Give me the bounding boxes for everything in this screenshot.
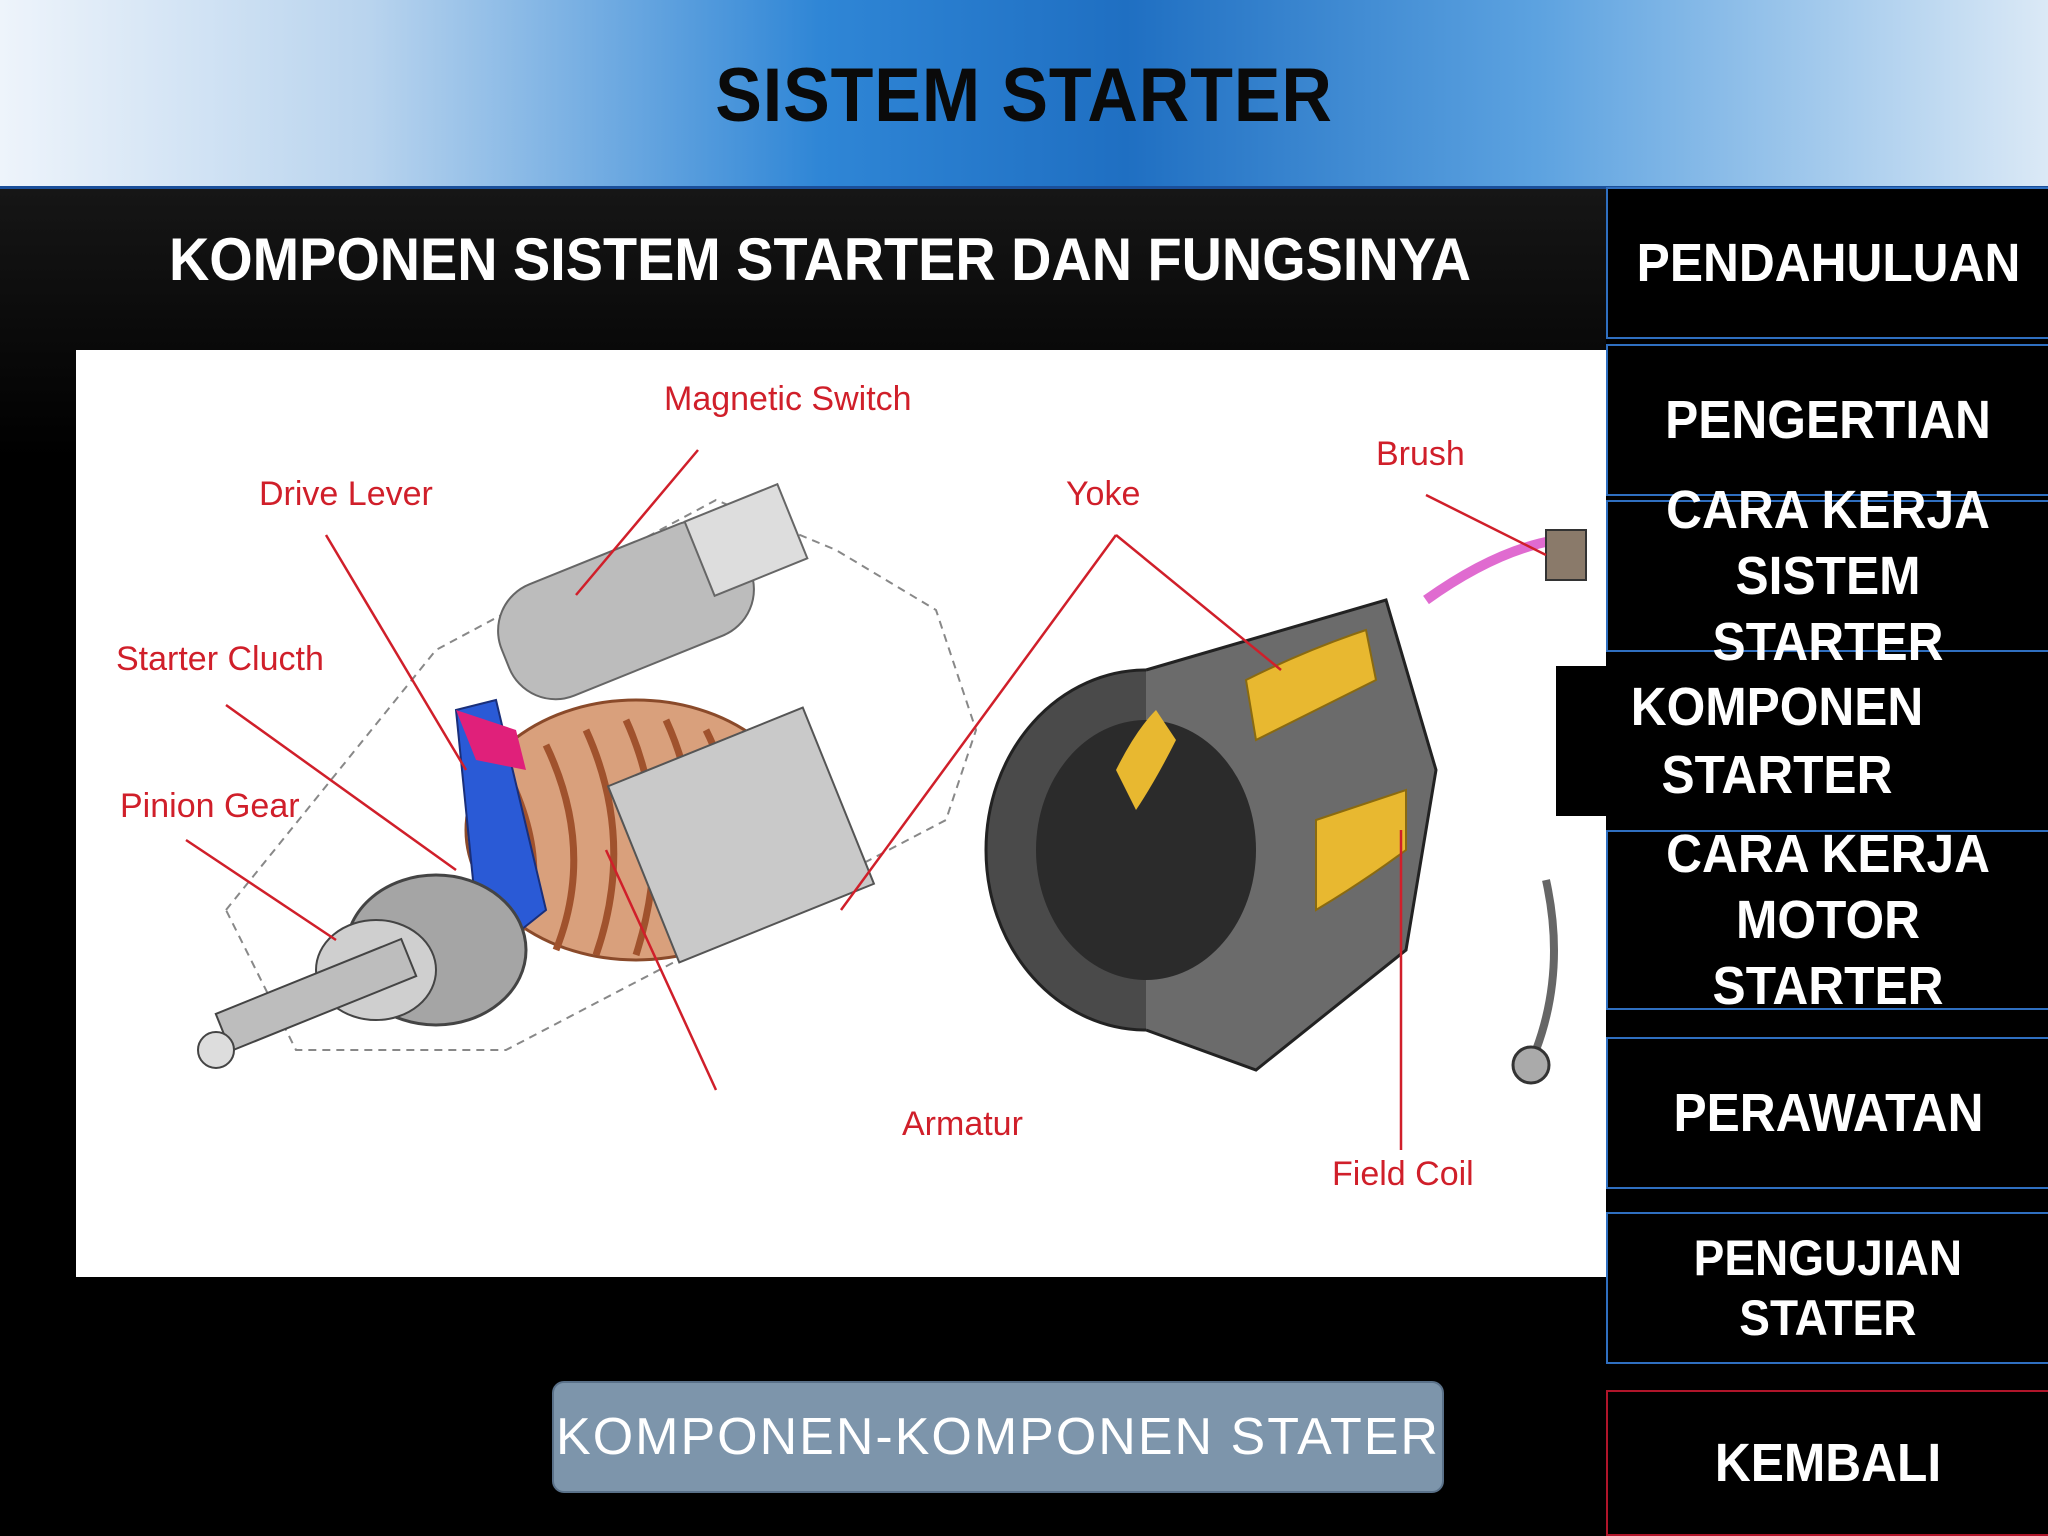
nav-pengujian-label: PENGUJIAN STATER bbox=[1693, 1230, 1963, 1346]
nav-kembali-label: KEMBALI bbox=[1714, 1433, 1942, 1493]
nav-cara-kerja-sistem-label: CARA KERJA SISTEM STARTER bbox=[1666, 480, 1990, 672]
label-starter-clutch: Starter Clucth bbox=[116, 640, 324, 678]
nav-pendahuluan-label: PENDAHULUAN bbox=[1636, 233, 2020, 293]
nav-cara-kerja-motor-button[interactable]: CARA KERJA MOTOR STARTER bbox=[1606, 824, 2048, 1016]
nav-cara-kerja-sistem-button[interactable]: CARA KERJA SISTEM STARTER bbox=[1606, 480, 2048, 672]
title-bar: SISTEM STARTER bbox=[0, 0, 2048, 189]
nav-komponen-label: KOMPONEN STARTER bbox=[1630, 677, 1924, 805]
nav-pengertian-button[interactable]: PENGERTIAN bbox=[1606, 344, 2048, 496]
label-drive-lever: Drive Lever bbox=[259, 475, 433, 513]
label-yoke: Yoke bbox=[1066, 475, 1141, 513]
komponen-stater-button[interactable]: KOMPONEN-KOMPONEN STATER bbox=[552, 1381, 1444, 1493]
nav-perawatan-button[interactable]: PERAWATAN bbox=[1606, 1037, 2048, 1189]
nav-perawatan-label: PERAWATAN bbox=[1672, 1083, 1984, 1143]
nav-pendahuluan-button[interactable]: PENDAHULUAN bbox=[1606, 187, 2048, 339]
nav-kembali-button[interactable]: KEMBALI bbox=[1606, 1390, 2048, 1536]
label-field-coil: Field Coil bbox=[1332, 1155, 1474, 1193]
label-magnetic-switch: Magnetic Switch bbox=[664, 380, 912, 418]
starter-motor-illustration bbox=[185, 449, 1587, 1150]
nav-komponen-button[interactable]: KOMPONEN STARTER bbox=[1556, 666, 1998, 816]
nav-pengertian-label: PENGERTIAN bbox=[1665, 390, 1991, 450]
section-heading: KOMPONEN SISTEM STARTER DAN FUNGSINYA bbox=[168, 226, 1472, 293]
label-armature: Armatur bbox=[902, 1105, 1023, 1143]
label-pinion-gear: Pinion Gear bbox=[120, 787, 300, 825]
nav-cara-kerja-motor-label: CARA KERJA MOTOR STARTER bbox=[1666, 824, 1990, 1016]
page-title: SISTEM STARTER bbox=[715, 53, 1333, 138]
nav-pengujian-button[interactable]: PENGUJIAN STATER bbox=[1606, 1212, 2048, 1364]
starter-motor-diagram: Magnetic Switch Drive Lever Starter Cluc… bbox=[76, 350, 1606, 1277]
label-brush: Brush bbox=[1376, 435, 1465, 473]
